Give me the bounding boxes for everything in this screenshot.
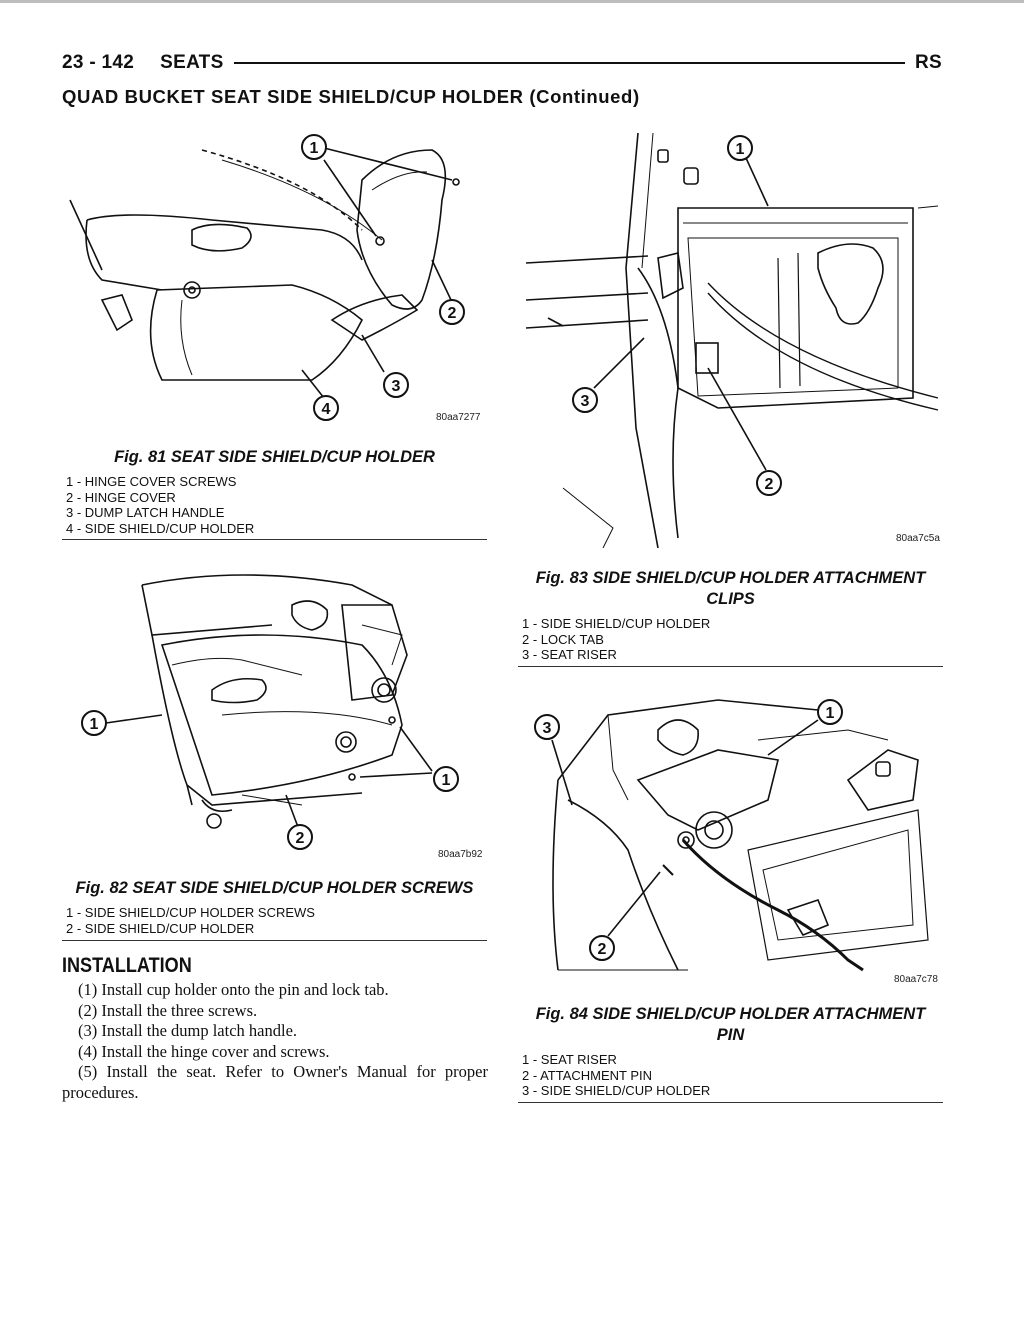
fig83-legend: 1 - SIDE SHIELD/CUP HOLDER 2 - LOCK TAB …: [522, 616, 710, 663]
fig82-callout-1a: 1: [90, 716, 99, 733]
fig84-rule: [518, 1102, 943, 1103]
fig84-legend: 1 - SEAT RISER 2 - ATTACHMENT PIN 3 - SI…: [522, 1052, 710, 1099]
fig83-caption-line2: CLIPS: [706, 590, 755, 608]
fig82-illustration: 1 1 2 80aa7b92: [62, 565, 487, 870]
fig82-callout-1b: 1: [442, 772, 451, 789]
installation-step: (2) Install the three screws.: [78, 1000, 258, 1020]
fig84-caption-line2: PIN: [716, 1026, 745, 1044]
legend-item: 4 - SIDE SHIELD/CUP HOLDER: [66, 520, 255, 536]
header-rule: [233, 62, 905, 64]
fig83-code: 80aa7c5a: [896, 533, 940, 544]
fig84-callout-1: 1: [826, 705, 835, 722]
fig81-callout-3: 3: [392, 378, 401, 395]
fig83-callout-1: 1: [736, 141, 745, 158]
top-border: [0, 0, 1024, 3]
legend-item: 2 - ATTACHMENT PIN: [522, 1067, 653, 1083]
fig81-callout-4: 4: [322, 401, 331, 418]
fig81-callout-1: 1: [310, 140, 319, 157]
fig84-caption-line1: Fig. 84 SIDE SHIELD/CUP HOLDER ATTACHMEN…: [535, 1005, 926, 1023]
fig83-caption-line1: Fig. 83 SIDE SHIELD/CUP HOLDER ATTACHMEN…: [535, 569, 926, 587]
installation-steps: (1) Install cup holder onto the pin and …: [62, 980, 488, 1103]
fig82-callout-2: 2: [296, 830, 305, 847]
legend-item: 1 - SIDE SHIELD/CUP HOLDER: [522, 616, 711, 631]
legend-item: 2 - LOCK TAB: [522, 631, 604, 647]
page-header: 23 - 142 SEATS RS: [62, 50, 942, 76]
legend-item: 3 - SIDE SHIELD/CUP HOLDER: [522, 1083, 711, 1098]
fig82-caption: Fig. 82 SEAT SIDE SHIELD/CUP HOLDER SCRE…: [75, 879, 474, 897]
fig84-code: 80aa7c78: [894, 974, 938, 985]
legend-item: 3 - SEAT RISER: [522, 647, 617, 662]
installation-step: (3) Install the dump latch handle.: [78, 1021, 298, 1040]
installation-step: (5) Install the seat. Refer to Owner's M…: [62, 1062, 488, 1102]
fig82-legend: 1 - SIDE SHIELD/CUP HOLDER SCREWS 2 - SI…: [66, 905, 315, 936]
fig83-callout-2: 2: [765, 476, 774, 493]
legend-item: 1 - HINGE COVER SCREWS: [66, 474, 237, 489]
installation-heading: INSTALLATION: [62, 954, 192, 977]
fig84-callout-3: 3: [543, 720, 552, 737]
fig81-legend: 1 - HINGE COVER SCREWS 2 - HINGE COVER 3…: [66, 474, 254, 536]
fig81-caption: Fig. 81 SEAT SIDE SHIELD/CUP HOLDER: [114, 448, 435, 466]
fig81-code: 80aa7277: [436, 412, 481, 423]
legend-item: 2 - SIDE SHIELD/CUP HOLDER: [66, 920, 255, 936]
section-title: SEATS: [160, 52, 224, 73]
fig81-illustration: 1 2 3 4 80aa7277: [62, 120, 487, 440]
page-subtitle: QUAD BUCKET SEAT SIDE SHIELD/CUP HOLDER …: [62, 86, 640, 107]
fig81-rule: [62, 539, 487, 540]
legend-item: 1 - SEAT RISER: [522, 1052, 617, 1067]
legend-item: 3 - DUMP LATCH HANDLE: [66, 505, 225, 520]
model-code: RS: [915, 52, 942, 73]
fig83-rule: [518, 666, 943, 667]
fig83-callout-3: 3: [581, 393, 590, 410]
installation-step: (4) Install the hinge cover and screws.: [78, 1041, 330, 1061]
fig83-illustration: 1 2 3 80aa7c5a: [518, 128, 943, 548]
fig84-illustration: 1 2 3 80aa7c78: [518, 690, 943, 990]
fig82-code: 80aa7b92: [438, 849, 483, 860]
fig81-callout-2: 2: [448, 305, 457, 322]
fig84-caption: Fig. 84 SIDE SHIELD/CUP HOLDER ATTACHMEN…: [518, 1004, 943, 1046]
installation-step: (1) Install cup holder onto the pin and …: [78, 980, 389, 999]
fig83-caption: Fig. 83 SIDE SHIELD/CUP HOLDER ATTACHMEN…: [518, 568, 943, 610]
page-number: 23 - 142: [62, 52, 135, 73]
legend-item: 2 - HINGE COVER: [66, 489, 176, 505]
legend-item: 1 - SIDE SHIELD/CUP HOLDER SCREWS: [66, 905, 315, 920]
fig84-callout-2: 2: [598, 941, 607, 958]
fig82-rule: [62, 940, 487, 941]
